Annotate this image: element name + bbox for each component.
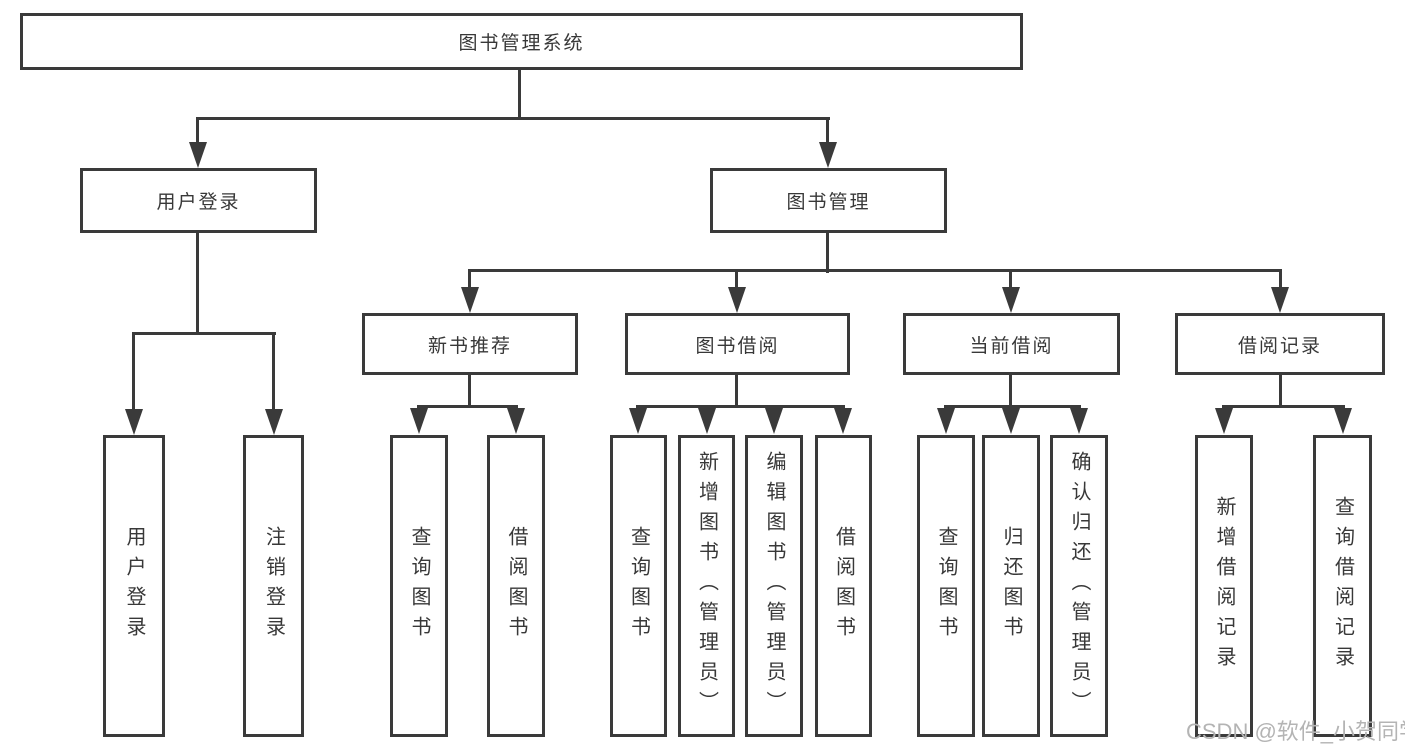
arrow-down-icon bbox=[698, 408, 716, 434]
node-label: 注销登录 bbox=[262, 526, 285, 646]
connector-line bbox=[468, 269, 471, 291]
arrow-down-icon bbox=[265, 409, 283, 435]
node-label: 用户登录 bbox=[156, 192, 241, 213]
connector-line bbox=[1279, 269, 1282, 291]
csdn-watermark: CSDN @软件_小贺同学 bbox=[1186, 719, 1405, 744]
node-label: 借阅记录 bbox=[1237, 335, 1322, 357]
arrow-down-icon bbox=[728, 287, 746, 313]
node-query-books-borrowing: 查询图书 bbox=[610, 435, 667, 737]
connector-line bbox=[417, 405, 518, 408]
node-label: 编辑图书（管理员） bbox=[763, 451, 785, 721]
arrow-down-icon bbox=[1070, 408, 1088, 434]
node-label: 归还图书 bbox=[1000, 526, 1022, 646]
connector-line bbox=[196, 117, 830, 120]
arrow-down-icon bbox=[765, 408, 783, 434]
arrow-down-icon bbox=[1271, 287, 1289, 313]
arrow-down-icon bbox=[629, 408, 647, 434]
node-label: 借阅图书 bbox=[505, 526, 527, 646]
node-book-management-system: 图书管理系统 bbox=[20, 13, 1023, 70]
connector-line bbox=[636, 405, 845, 408]
connector-line bbox=[518, 70, 521, 119]
node-label: 查询图书 bbox=[627, 526, 650, 646]
arrow-down-icon bbox=[1002, 287, 1020, 313]
node-query-books-current: 查询图书 bbox=[917, 435, 975, 737]
node-query-borrow-record: 查询借阅记录 bbox=[1313, 435, 1372, 737]
node-label: 新书推荐 bbox=[427, 335, 512, 357]
node-label: 用户登录 bbox=[123, 526, 145, 646]
node-label: 图书管理 bbox=[786, 192, 871, 213]
arrow-down-icon bbox=[937, 408, 955, 434]
arrow-down-icon bbox=[189, 142, 207, 168]
connector-line bbox=[1009, 375, 1012, 407]
node-user-login: 用户登录 bbox=[80, 168, 317, 233]
connector-line bbox=[132, 332, 135, 411]
node-label: 当前借阅 bbox=[969, 335, 1054, 357]
connector-line bbox=[1222, 405, 1345, 408]
connector-line bbox=[196, 233, 199, 334]
connector-line bbox=[196, 117, 199, 145]
node-return-book: 归还图书 bbox=[982, 435, 1040, 737]
node-add-book-admin: 新增图书（管理员） bbox=[678, 435, 735, 737]
node-borrow-books-borrowing: 借阅图书 bbox=[815, 435, 872, 737]
arrow-down-icon bbox=[1215, 408, 1233, 434]
connector-line bbox=[735, 269, 738, 291]
node-current-borrowing: 当前借阅 bbox=[903, 313, 1120, 375]
node-query-books-recommend: 查询图书 bbox=[390, 435, 448, 737]
arrow-down-icon bbox=[461, 287, 479, 313]
connector-line bbox=[826, 233, 829, 273]
node-leaf-logout: 注销登录 bbox=[243, 435, 304, 737]
arrow-down-icon bbox=[507, 408, 525, 434]
node-add-borrow-record: 新增借阅记录 bbox=[1195, 435, 1253, 737]
arrow-down-icon bbox=[1334, 408, 1352, 434]
node-label: 借阅图书 bbox=[832, 526, 855, 646]
connector-line bbox=[1009, 269, 1012, 291]
connector-line bbox=[1279, 375, 1282, 407]
node-label: 确认归还（管理员） bbox=[1068, 451, 1090, 721]
node-label: 新增图书（管理员） bbox=[695, 451, 718, 721]
node-label: 新增借阅记录 bbox=[1213, 496, 1235, 676]
node-confirm-return-admin: 确认归还（管理员） bbox=[1050, 435, 1108, 737]
connector-line bbox=[944, 405, 1081, 408]
connector-line bbox=[826, 117, 829, 145]
connector-line bbox=[735, 375, 738, 407]
node-label: 查询图书 bbox=[935, 526, 957, 646]
connector-line bbox=[468, 375, 471, 407]
node-leaf-user-login: 用户登录 bbox=[103, 435, 165, 737]
node-borrow-books-recommend: 借阅图书 bbox=[487, 435, 545, 737]
node-book-management: 图书管理 bbox=[710, 168, 947, 233]
node-borrowing-records: 借阅记录 bbox=[1175, 313, 1385, 375]
arrow-down-icon bbox=[834, 408, 852, 434]
connector-line bbox=[468, 269, 1282, 272]
arrow-down-icon bbox=[1002, 408, 1020, 434]
node-label: 图书借阅 bbox=[695, 335, 780, 357]
arrow-down-icon bbox=[410, 408, 428, 434]
node-label: 图书管理系统 bbox=[458, 33, 585, 54]
node-edit-book-admin: 编辑图书（管理员） bbox=[745, 435, 803, 737]
connector-line bbox=[132, 332, 276, 335]
arrow-down-icon bbox=[819, 142, 837, 168]
node-label: 查询图书 bbox=[408, 526, 430, 646]
node-book-borrowing: 图书借阅 bbox=[625, 313, 850, 375]
node-new-book-recommend: 新书推荐 bbox=[362, 313, 578, 375]
node-label: 查询借阅记录 bbox=[1331, 496, 1354, 676]
connector-line bbox=[272, 332, 275, 411]
arrow-down-icon bbox=[125, 409, 143, 435]
